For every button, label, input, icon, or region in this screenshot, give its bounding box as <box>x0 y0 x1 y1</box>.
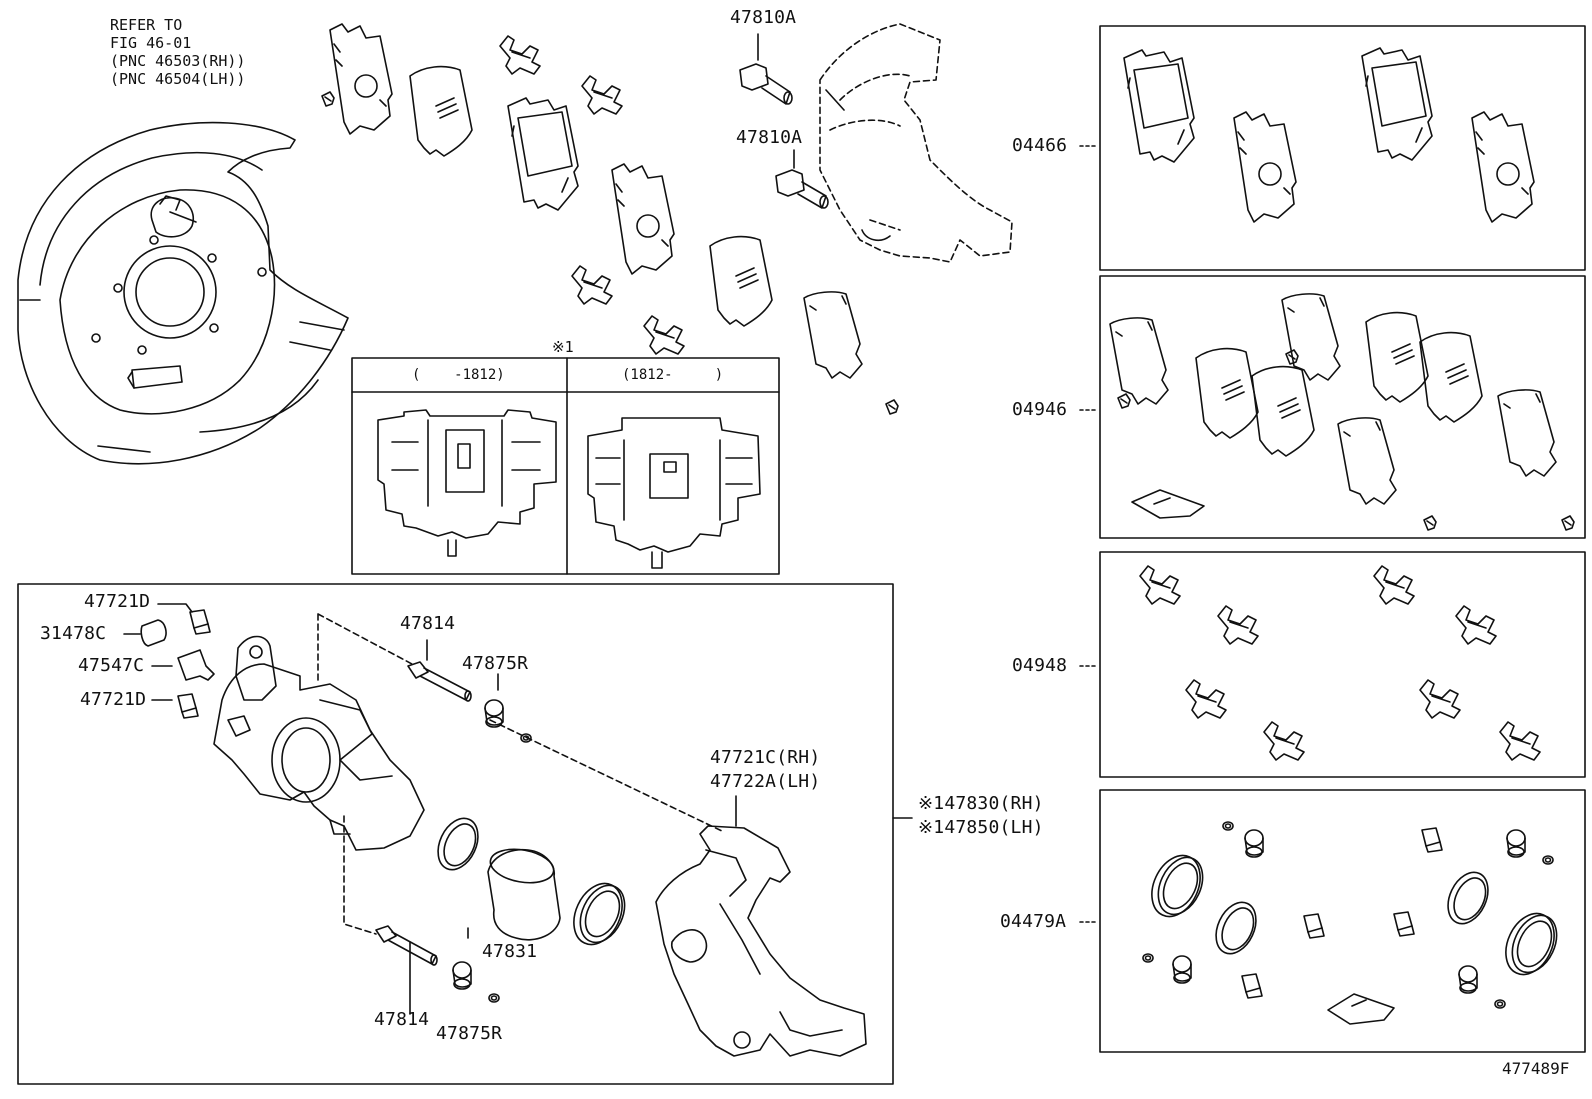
callout-47721c-rh[interactable]: 47721C(RH) <box>710 747 821 768</box>
callout-47814-lower[interactable]: 47814 <box>374 1009 430 1030</box>
inset-right-header: (1812- ) <box>622 367 724 383</box>
kit-04466 <box>1123 47 1535 223</box>
inset-box <box>351 357 780 575</box>
inset-mark: ※1 <box>552 338 574 356</box>
inset-left-header: ( -1812) <box>412 367 505 383</box>
callout-47875r-upper[interactable]: 47875R <box>462 653 529 674</box>
mount-bolts <box>739 33 829 209</box>
refer-note-line4: (PNC 46504(LH)) <box>110 70 246 88</box>
diagram-code: 477489F <box>1502 1059 1570 1078</box>
callout-47830-rh[interactable]: ※147830(RH) <box>918 793 1044 814</box>
exploded-pads <box>321 23 899 415</box>
callout-47721d-bottom[interactable]: 47721D <box>80 689 147 710</box>
refer-note-line1: REFER TO <box>110 16 183 34</box>
callout-04466[interactable]: 04466 <box>1012 135 1068 156</box>
refer-note-line3: (PNC 46503(RH)) <box>110 52 246 70</box>
callout-04479a[interactable]: 04479A <box>1000 911 1067 932</box>
refer-note-line2: FIG 46-01 <box>110 34 192 52</box>
kit-boxes <box>1079 25 1586 1053</box>
callout-31478c[interactable]: 31478C <box>40 623 107 644</box>
callout-47814-upper[interactable]: 47814 <box>400 613 456 634</box>
callout-47810a-mid[interactable]: 47810A <box>736 127 803 148</box>
dust-shield <box>17 121 349 465</box>
callout-47721d-top[interactable]: 47721D <box>84 591 151 612</box>
callout-47875r-lower[interactable]: 47875R <box>436 1023 503 1044</box>
kit-04946 <box>1109 293 1575 531</box>
kit-04948 <box>1139 565 1541 761</box>
caliper-box <box>17 583 913 1085</box>
dashed-mount <box>819 23 1013 263</box>
callout-04948[interactable]: 04948 <box>1012 655 1068 676</box>
callout-47850-lh[interactable]: ※147850(LH) <box>918 817 1044 838</box>
callout-47547c[interactable]: 47547C <box>78 655 145 676</box>
callout-47810a-top[interactable]: 47810A <box>730 7 797 28</box>
kit-04479a <box>1141 821 1567 1025</box>
callout-04946[interactable]: 04946 <box>1012 399 1068 420</box>
callout-47722a-lh[interactable]: 47722A(LH) <box>710 771 821 792</box>
callout-47831[interactable]: 47831 <box>482 941 538 962</box>
dashed-mount-solid <box>825 89 891 242</box>
